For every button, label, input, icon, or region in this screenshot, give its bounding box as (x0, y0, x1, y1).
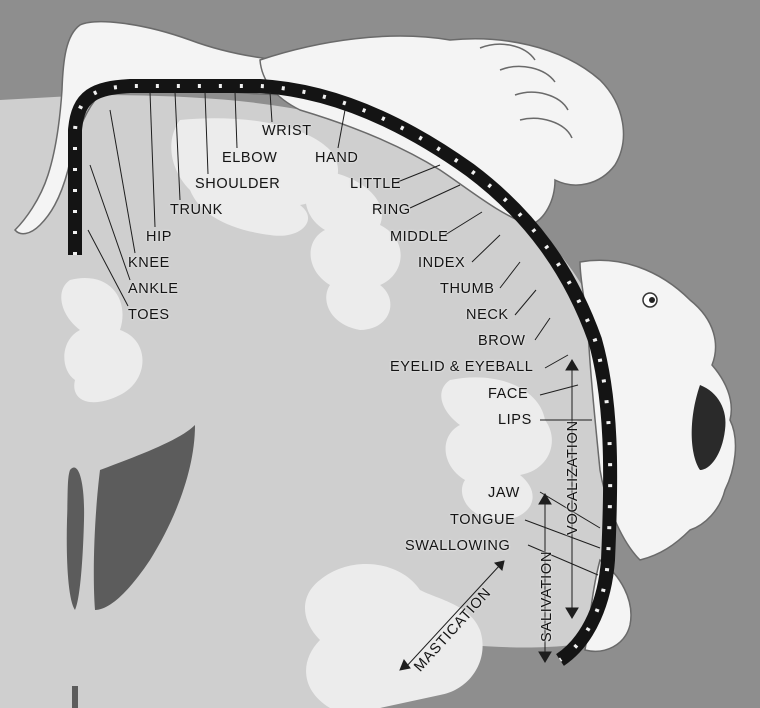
label-elbow: ELBOW (222, 151, 277, 166)
label-jaw: JAW (488, 486, 520, 501)
label-salivation: SALIVATION (540, 551, 555, 642)
label-face: FACE (488, 387, 528, 402)
label-trunk: TRUNK (170, 203, 223, 218)
pupil (649, 297, 655, 303)
label-swallowing: SWALLOWING (405, 539, 510, 554)
label-knee: KNEE (128, 256, 170, 271)
label-tongue: TONGUE (450, 513, 515, 528)
label-little: LITTLE (350, 177, 401, 192)
label-hip: HIP (146, 230, 172, 245)
label-eyelid-eyeball: EYELID & EYEBALL (390, 360, 533, 375)
label-shoulder: SHOULDER (195, 177, 280, 192)
label-middle: MIDDLE (390, 230, 448, 245)
label-ring: RING (372, 203, 411, 218)
label-brow: BROW (478, 334, 526, 349)
label-index: INDEX (418, 256, 465, 271)
label-lips: LIPS (498, 413, 532, 428)
label-hand: HAND (315, 151, 359, 166)
midline-tick (72, 686, 78, 708)
label-thumb: THUMB (440, 282, 495, 297)
label-toes: TOES (128, 308, 170, 323)
label-vocalization: VOCALIZATION (566, 420, 581, 535)
label-ankle: ANKLE (128, 282, 179, 297)
label-wrist: WRIST (262, 124, 312, 139)
label-neck: NECK (466, 308, 509, 323)
